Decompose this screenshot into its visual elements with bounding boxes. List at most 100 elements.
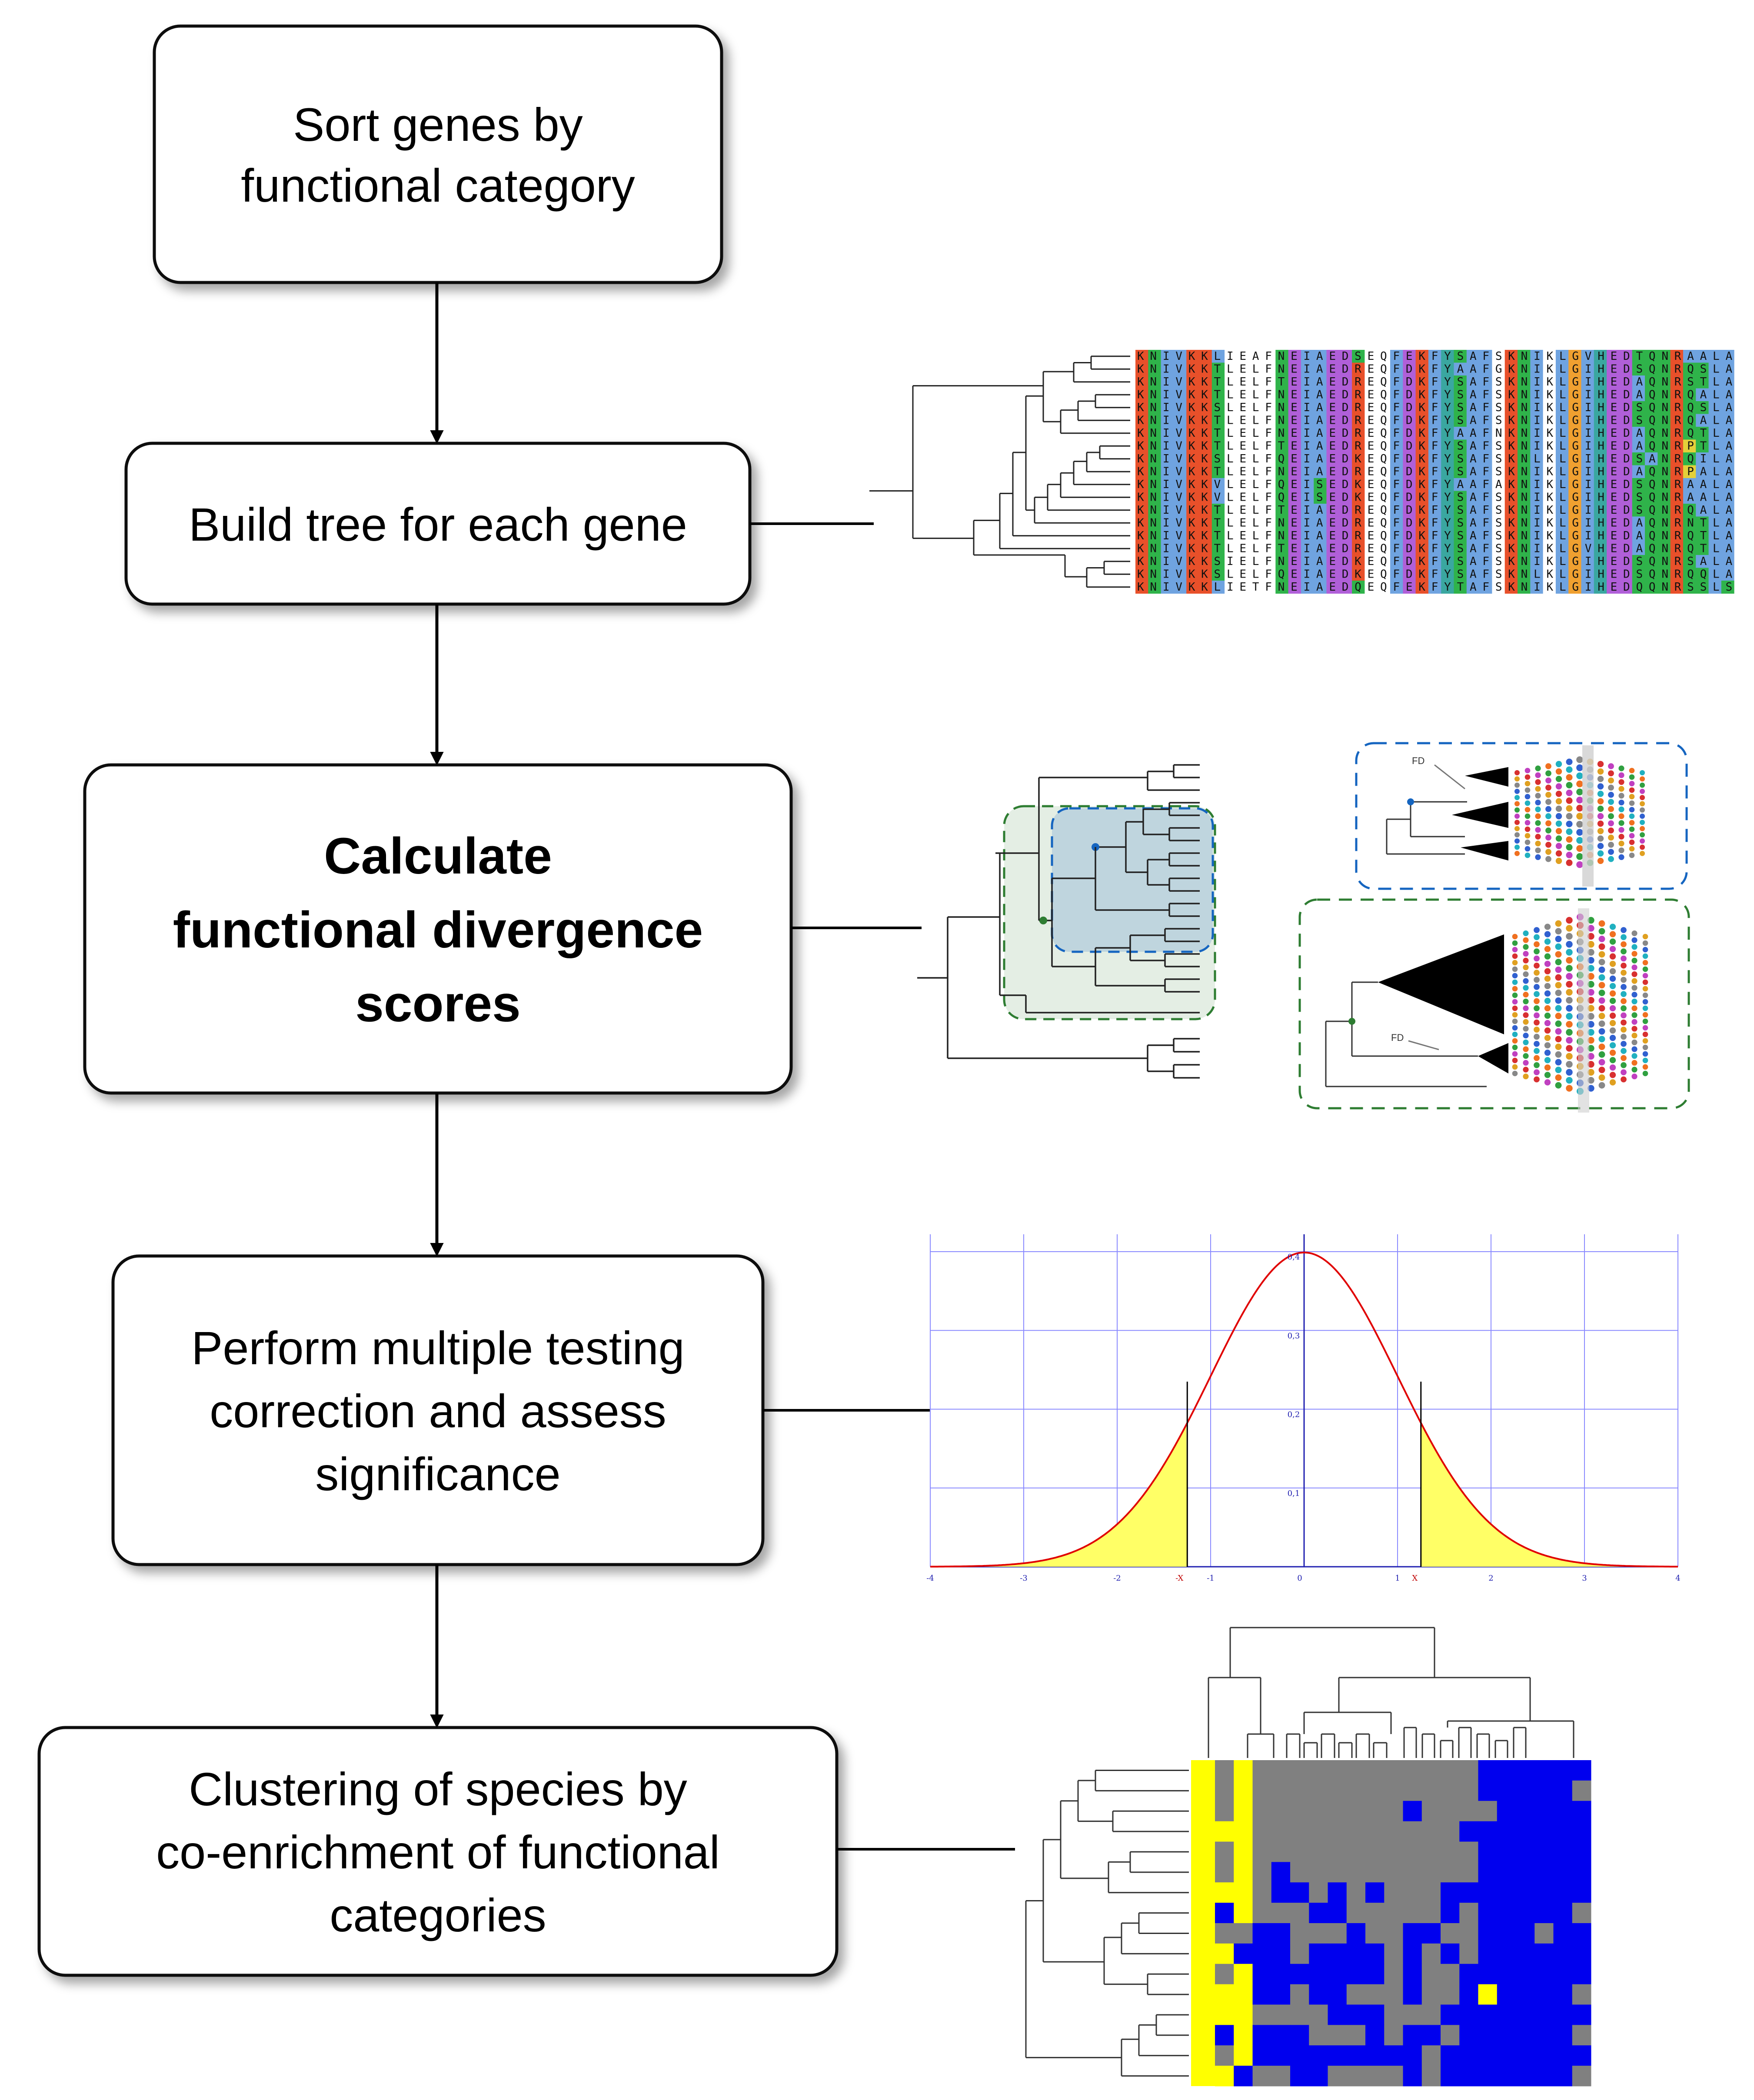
step-4-text-line-1: Perform multiple testing: [191, 1322, 684, 1374]
heatmap-cell: [1572, 1862, 1591, 1883]
alignment-cell: [1365, 529, 1378, 542]
residue-dot: [1621, 1012, 1627, 1019]
alignment-cell: [1696, 452, 1709, 465]
heatmap-cell: [1403, 1801, 1422, 1822]
alignment-cell: [1237, 491, 1251, 504]
alignment-cell: [1479, 439, 1492, 453]
alignment-cell: [1148, 568, 1162, 581]
residue-dot: [1609, 938, 1616, 945]
alignment-cell: [1390, 427, 1403, 440]
residue-dot: [1545, 820, 1551, 827]
residue-dot: [1629, 826, 1635, 832]
heatmap-cell: [1271, 1821, 1291, 1842]
residue-dot: [1566, 981, 1573, 988]
alignment-cell: [1479, 350, 1492, 363]
residue-dot: [1524, 807, 1531, 813]
heatmap-cell: [1328, 1841, 1347, 1862]
alignment-cell: [1555, 581, 1569, 594]
residue-dot: [1524, 781, 1531, 787]
alignment-cell: [1415, 491, 1429, 504]
residue-dot: [1512, 1051, 1518, 1057]
residue-dot: [1588, 925, 1594, 932]
alignment-cell: [1237, 414, 1251, 427]
heatmap-cell: [1572, 1760, 1591, 1781]
alignment-cell: [1377, 529, 1391, 542]
alignment-cell: [1377, 401, 1391, 414]
residue-dot: [1534, 977, 1540, 983]
heatmap-cell: [1497, 1862, 1516, 1883]
alignment-cell: [1352, 491, 1365, 504]
heatmap-cell: [1365, 1923, 1385, 1944]
heatmap-cell: [1215, 1984, 1234, 2005]
alignment-cell: [1555, 504, 1569, 517]
collapsed-clade: [1461, 841, 1508, 861]
residue-dot: [1512, 953, 1518, 959]
alignment-cell: [1377, 388, 1391, 402]
alignment-cell: [1148, 504, 1162, 517]
residue-dot: [1566, 1037, 1573, 1044]
heatmap-cell: [1421, 1984, 1441, 2005]
heatmap-cell: [1478, 1943, 1498, 1964]
residue-dot: [1618, 806, 1624, 812]
alignment-cell: [1250, 388, 1263, 402]
alignment-cell: [1504, 362, 1518, 376]
alignment-cell: [1339, 542, 1352, 555]
alignment-cell: [1657, 375, 1671, 389]
alignment-cell: [1594, 491, 1607, 504]
alignment-cell: [1645, 452, 1658, 465]
alignment-cell: [1594, 465, 1607, 478]
alignment-cell: [1211, 401, 1225, 414]
alignment-cell: [1492, 439, 1505, 453]
residue-dot: [1512, 1064, 1518, 1070]
y-tick-label: 0,1: [1288, 1489, 1300, 1498]
alignment-cell: [1441, 452, 1454, 465]
residue-dot: [1523, 950, 1529, 957]
heatmap-cell: [1365, 2004, 1385, 2025]
alignment-cell: [1607, 401, 1620, 414]
residue-dot: [1621, 962, 1627, 969]
residue-dot: [1621, 970, 1627, 976]
alignment-cell: [1326, 542, 1340, 555]
alignment-cell: [1390, 414, 1403, 427]
residue-dot: [1544, 1050, 1551, 1056]
heatmap-cell: [1421, 1841, 1441, 1862]
residue-dot: [1631, 950, 1638, 957]
heatmap-cell: [1534, 1780, 1554, 1801]
alignment-cell: [1530, 375, 1544, 389]
heatmap-cell: [1309, 1943, 1328, 1964]
residue-dot: [1544, 1064, 1551, 1071]
residue-dot: [1523, 937, 1529, 943]
alignment-cell: [1670, 401, 1684, 414]
alignment-cell: [1148, 401, 1162, 414]
alignment-cell: [1415, 427, 1429, 440]
residue-dot: [1544, 924, 1551, 930]
heatmap-cell: [1365, 1821, 1385, 1842]
alignment-cell: [1415, 542, 1429, 555]
alignment-cell: [1326, 350, 1340, 363]
highlight-column: [1578, 908, 1589, 1113]
heatmap-cell: [1459, 2004, 1478, 2025]
alignment-cell: [1339, 568, 1352, 581]
heatmap-cell: [1290, 1841, 1309, 1862]
residue-dot: [1514, 807, 1520, 813]
heatmap-cell: [1421, 2066, 1441, 2087]
alignment-cell: [1708, 529, 1722, 542]
alignment-cell: [1225, 478, 1238, 491]
residue-dot: [1629, 774, 1635, 780]
alignment-cell: [1173, 388, 1187, 402]
alignment-cell: [1173, 478, 1187, 491]
residue-dot: [1640, 807, 1645, 813]
residue-dot: [1555, 1074, 1562, 1081]
residue-dot: [1555, 768, 1562, 775]
alignment-cell: [1186, 350, 1199, 363]
heatmap-cell: [1234, 1862, 1253, 1883]
heatmap-cell: [1346, 1780, 1366, 1801]
heatmap-cell: [1215, 1903, 1234, 1924]
alignment-cell: [1377, 568, 1391, 581]
alignment-cell: [1492, 414, 1505, 427]
alignment-cell: [1199, 350, 1212, 363]
residue-dot: [1512, 1057, 1518, 1063]
alignment-cell: [1645, 504, 1658, 517]
alignment-cell: [1683, 465, 1696, 478]
